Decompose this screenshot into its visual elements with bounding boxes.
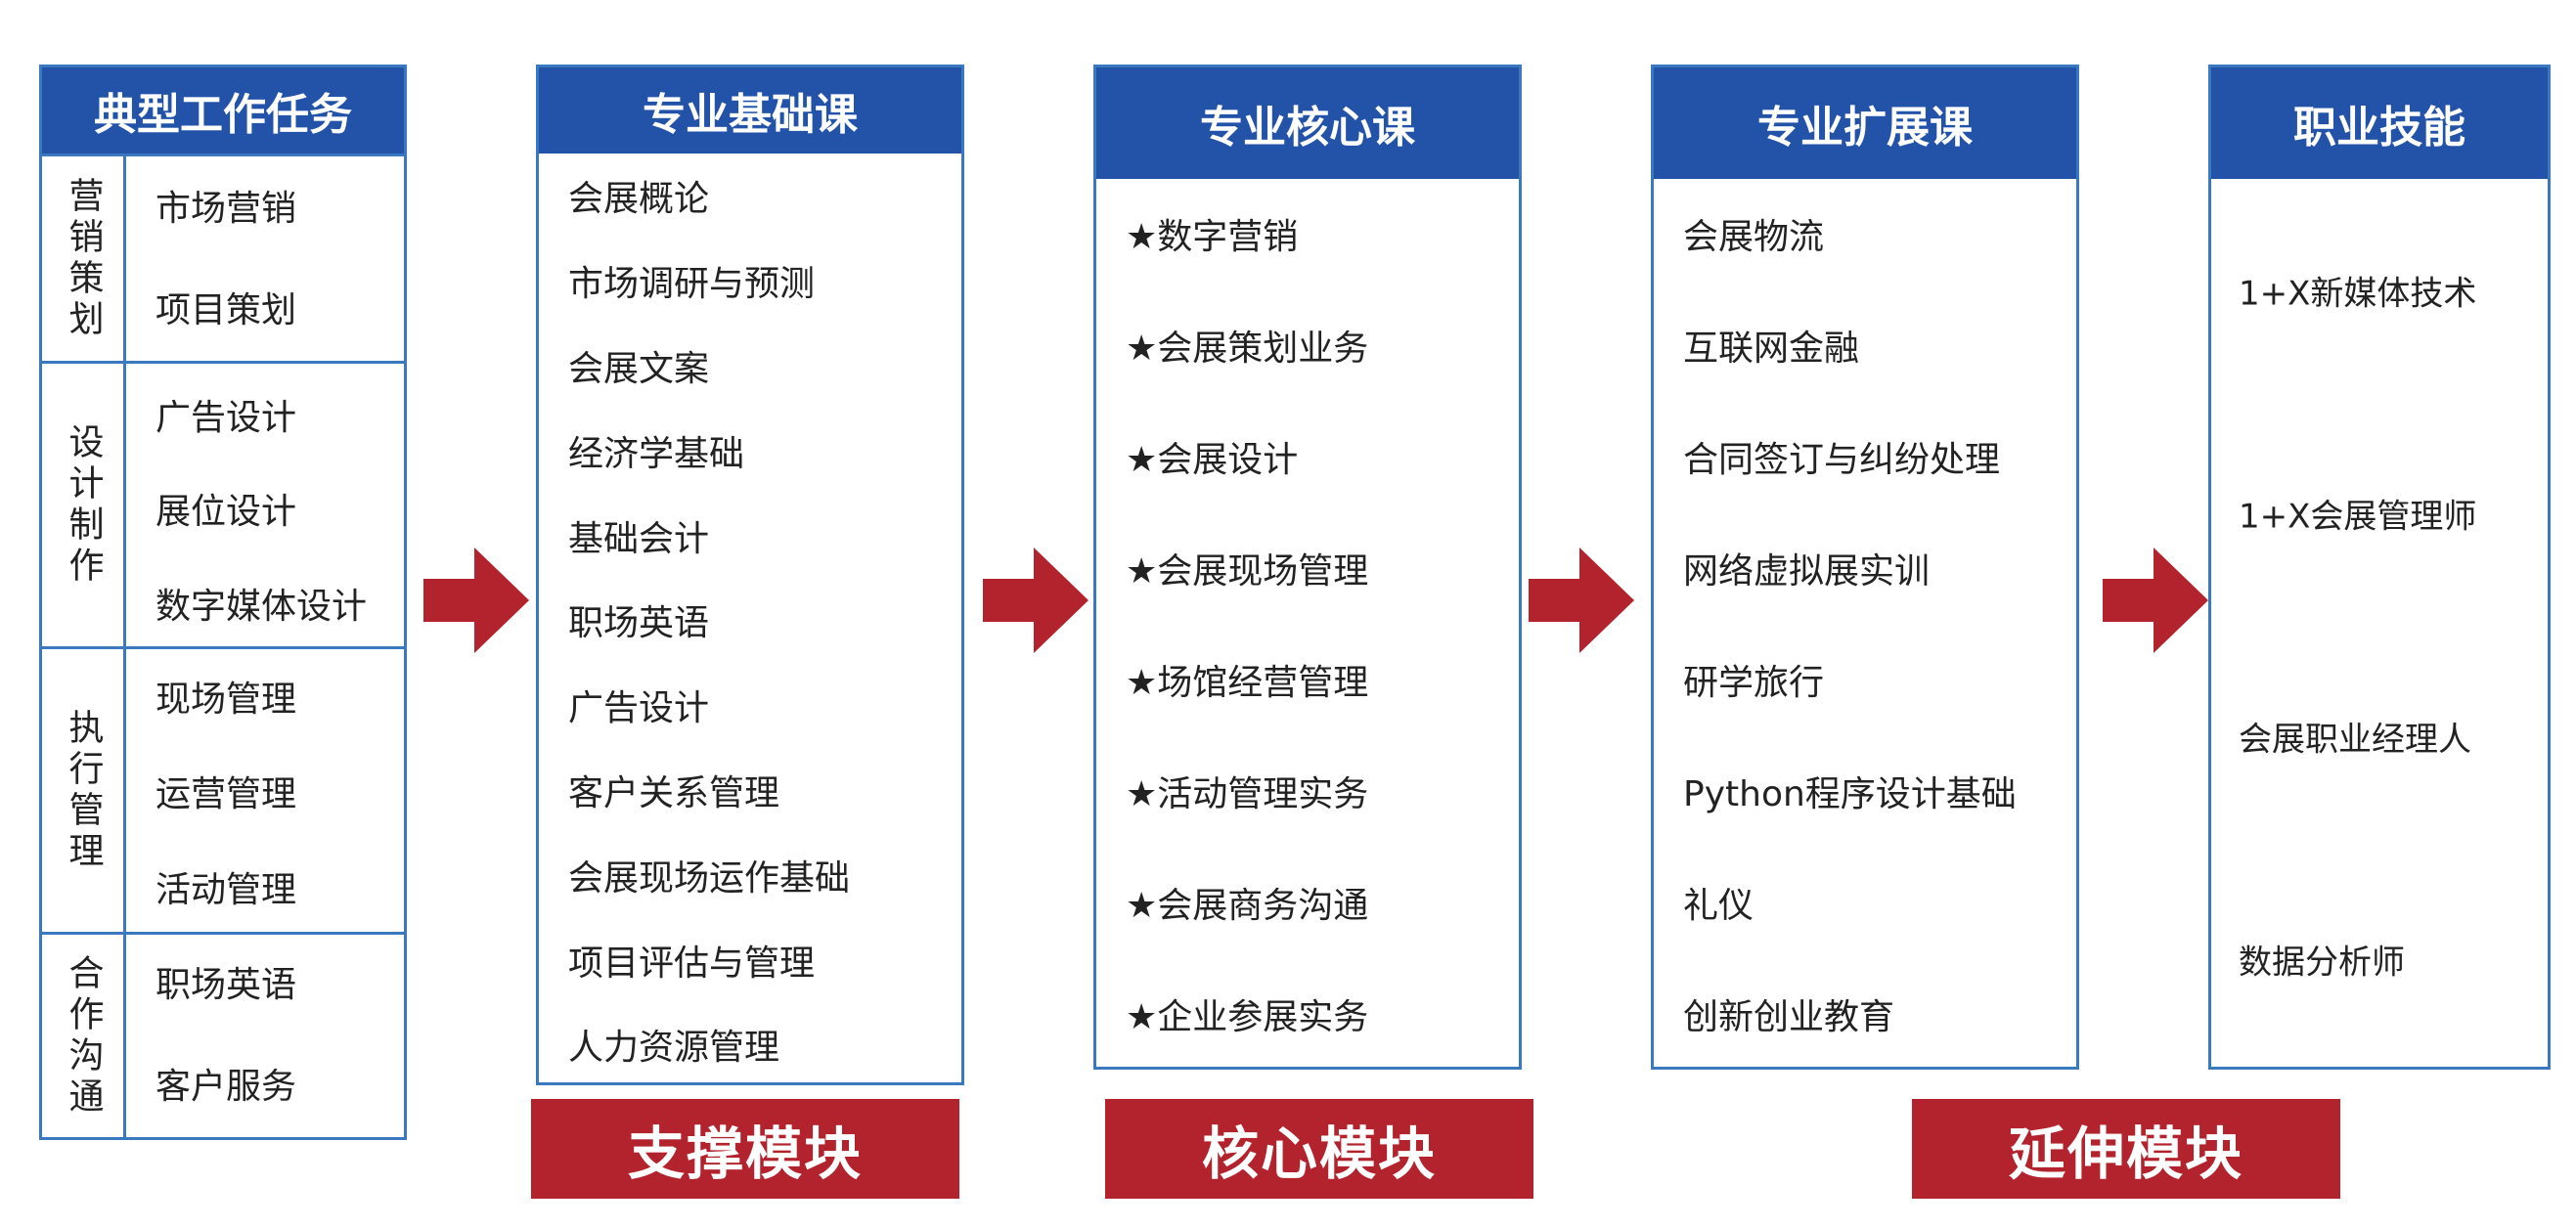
task-item: 项目策划 [155,290,297,330]
skill-item: 1+X会展管理师 [2239,497,2477,537]
task-item: 数字媒体设计 [155,587,368,627]
right-arrow-icon [983,548,1088,653]
course-item: 会展文案 [568,349,710,389]
task-item: 现场管理 [155,680,297,720]
task-item: 广告设计 [155,398,297,438]
extension-course-item: 会展物流 [1683,217,1825,257]
support-module-label: 支撑模块 [531,1099,959,1199]
course-item: 经济学基础 [568,434,745,474]
task-group-design: 设计制作 广告设计 展位设计 数字媒体设计 [42,361,404,646]
core-courses-title: 专业核心课 [1096,67,1519,179]
right-arrow-icon [1529,548,1634,653]
core-course-item: ★会展现场管理 [1126,551,1369,592]
task-item: 展位设计 [155,492,297,532]
course-item: 市场调研与预测 [568,264,816,304]
vocational-skills-title: 职业技能 [2211,67,2548,179]
skill-item: 1+X新媒体技术 [2239,274,2477,314]
task-group-communication: 合作沟通 职场英语 客户服务 [42,932,404,1137]
extension-courses-title: 专业扩展课 [1654,67,2076,179]
vocational-skills-box: 职业技能 1+X新媒体技术 1+X会展管理师 会展职业经理人 数据分析师 [2208,65,2551,1070]
extension-course-item: Python程序设计基础 [1683,774,2017,814]
course-item: 人力资源管理 [568,1028,780,1068]
course-item: 职场英语 [568,603,710,643]
core-course-item: ★会展商务沟通 [1126,886,1369,926]
extension-courses-box: 专业扩展课 会展物流 互联网金融 合同签订与纠纷处理 网络虚拟展实训 研学旅行 … [1651,65,2079,1070]
foundation-courses-title: 专业基础课 [539,67,961,154]
task-item: 职场英语 [155,965,297,1005]
right-arrow-icon [2103,548,2208,653]
core-course-item: ★场馆经营管理 [1126,663,1369,703]
course-item: 客户关系管理 [568,773,780,813]
task-group-category: 合作沟通 [42,935,126,1137]
core-course-item: ★企业参展实务 [1126,997,1369,1037]
task-item: 市场营销 [155,189,297,229]
task-item: 活动管理 [155,870,297,910]
core-course-item: ★数字营销 [1126,217,1299,257]
typical-tasks-title: 典型工作任务 [42,67,404,154]
extension-course-item: 礼仪 [1683,886,1754,926]
task-item: 客户服务 [155,1067,297,1107]
core-courses-box: 专业核心课 ★数字营销 ★会展策划业务 ★会展设计 ★会展现场管理 ★场馆经营管… [1093,65,1522,1070]
extension-course-item: 互联网金融 [1683,329,1860,369]
core-course-item: ★会展设计 [1126,440,1299,480]
course-item: 广告设计 [568,688,710,728]
skill-item: 数据分析师 [2239,943,2405,983]
extend-module-label: 延伸模块 [1912,1099,2340,1199]
core-course-item: ★活动管理实务 [1126,774,1369,814]
core-module-label: 核心模块 [1105,1099,1533,1199]
typical-tasks-table: 典型工作任务 营销策划 市场营销 项目策划 设计制作 广告设计 展位设计 数字媒… [39,65,407,1140]
extension-course-item: 网络虚拟展实训 [1683,551,1931,592]
extension-course-item: 研学旅行 [1683,663,1825,703]
foundation-courses-box: 专业基础课 会展概论 市场调研与预测 会展文案 经济学基础 基础会计 职场英语 … [536,65,964,1085]
course-item: 项目评估与管理 [568,944,816,984]
skill-item: 会展职业经理人 [2239,720,2471,760]
task-group-category: 营销策划 [42,156,126,361]
core-course-item: ★会展策划业务 [1126,329,1369,369]
task-group-execution: 执行管理 现场管理 运营管理 活动管理 [42,646,404,932]
task-group-category: 设计制作 [42,364,126,646]
task-group-category: 执行管理 [42,649,126,932]
task-group-marketing: 营销策划 市场营销 项目策划 [42,154,404,361]
course-item: 基础会计 [568,519,710,559]
extension-course-item: 合同签订与纠纷处理 [1683,440,2001,480]
course-item: 会展概论 [568,179,710,219]
course-item: 会展现场运作基础 [568,858,851,899]
extension-course-item: 创新创业教育 [1683,997,1895,1037]
right-arrow-icon [423,548,529,653]
task-item: 运营管理 [155,774,297,814]
